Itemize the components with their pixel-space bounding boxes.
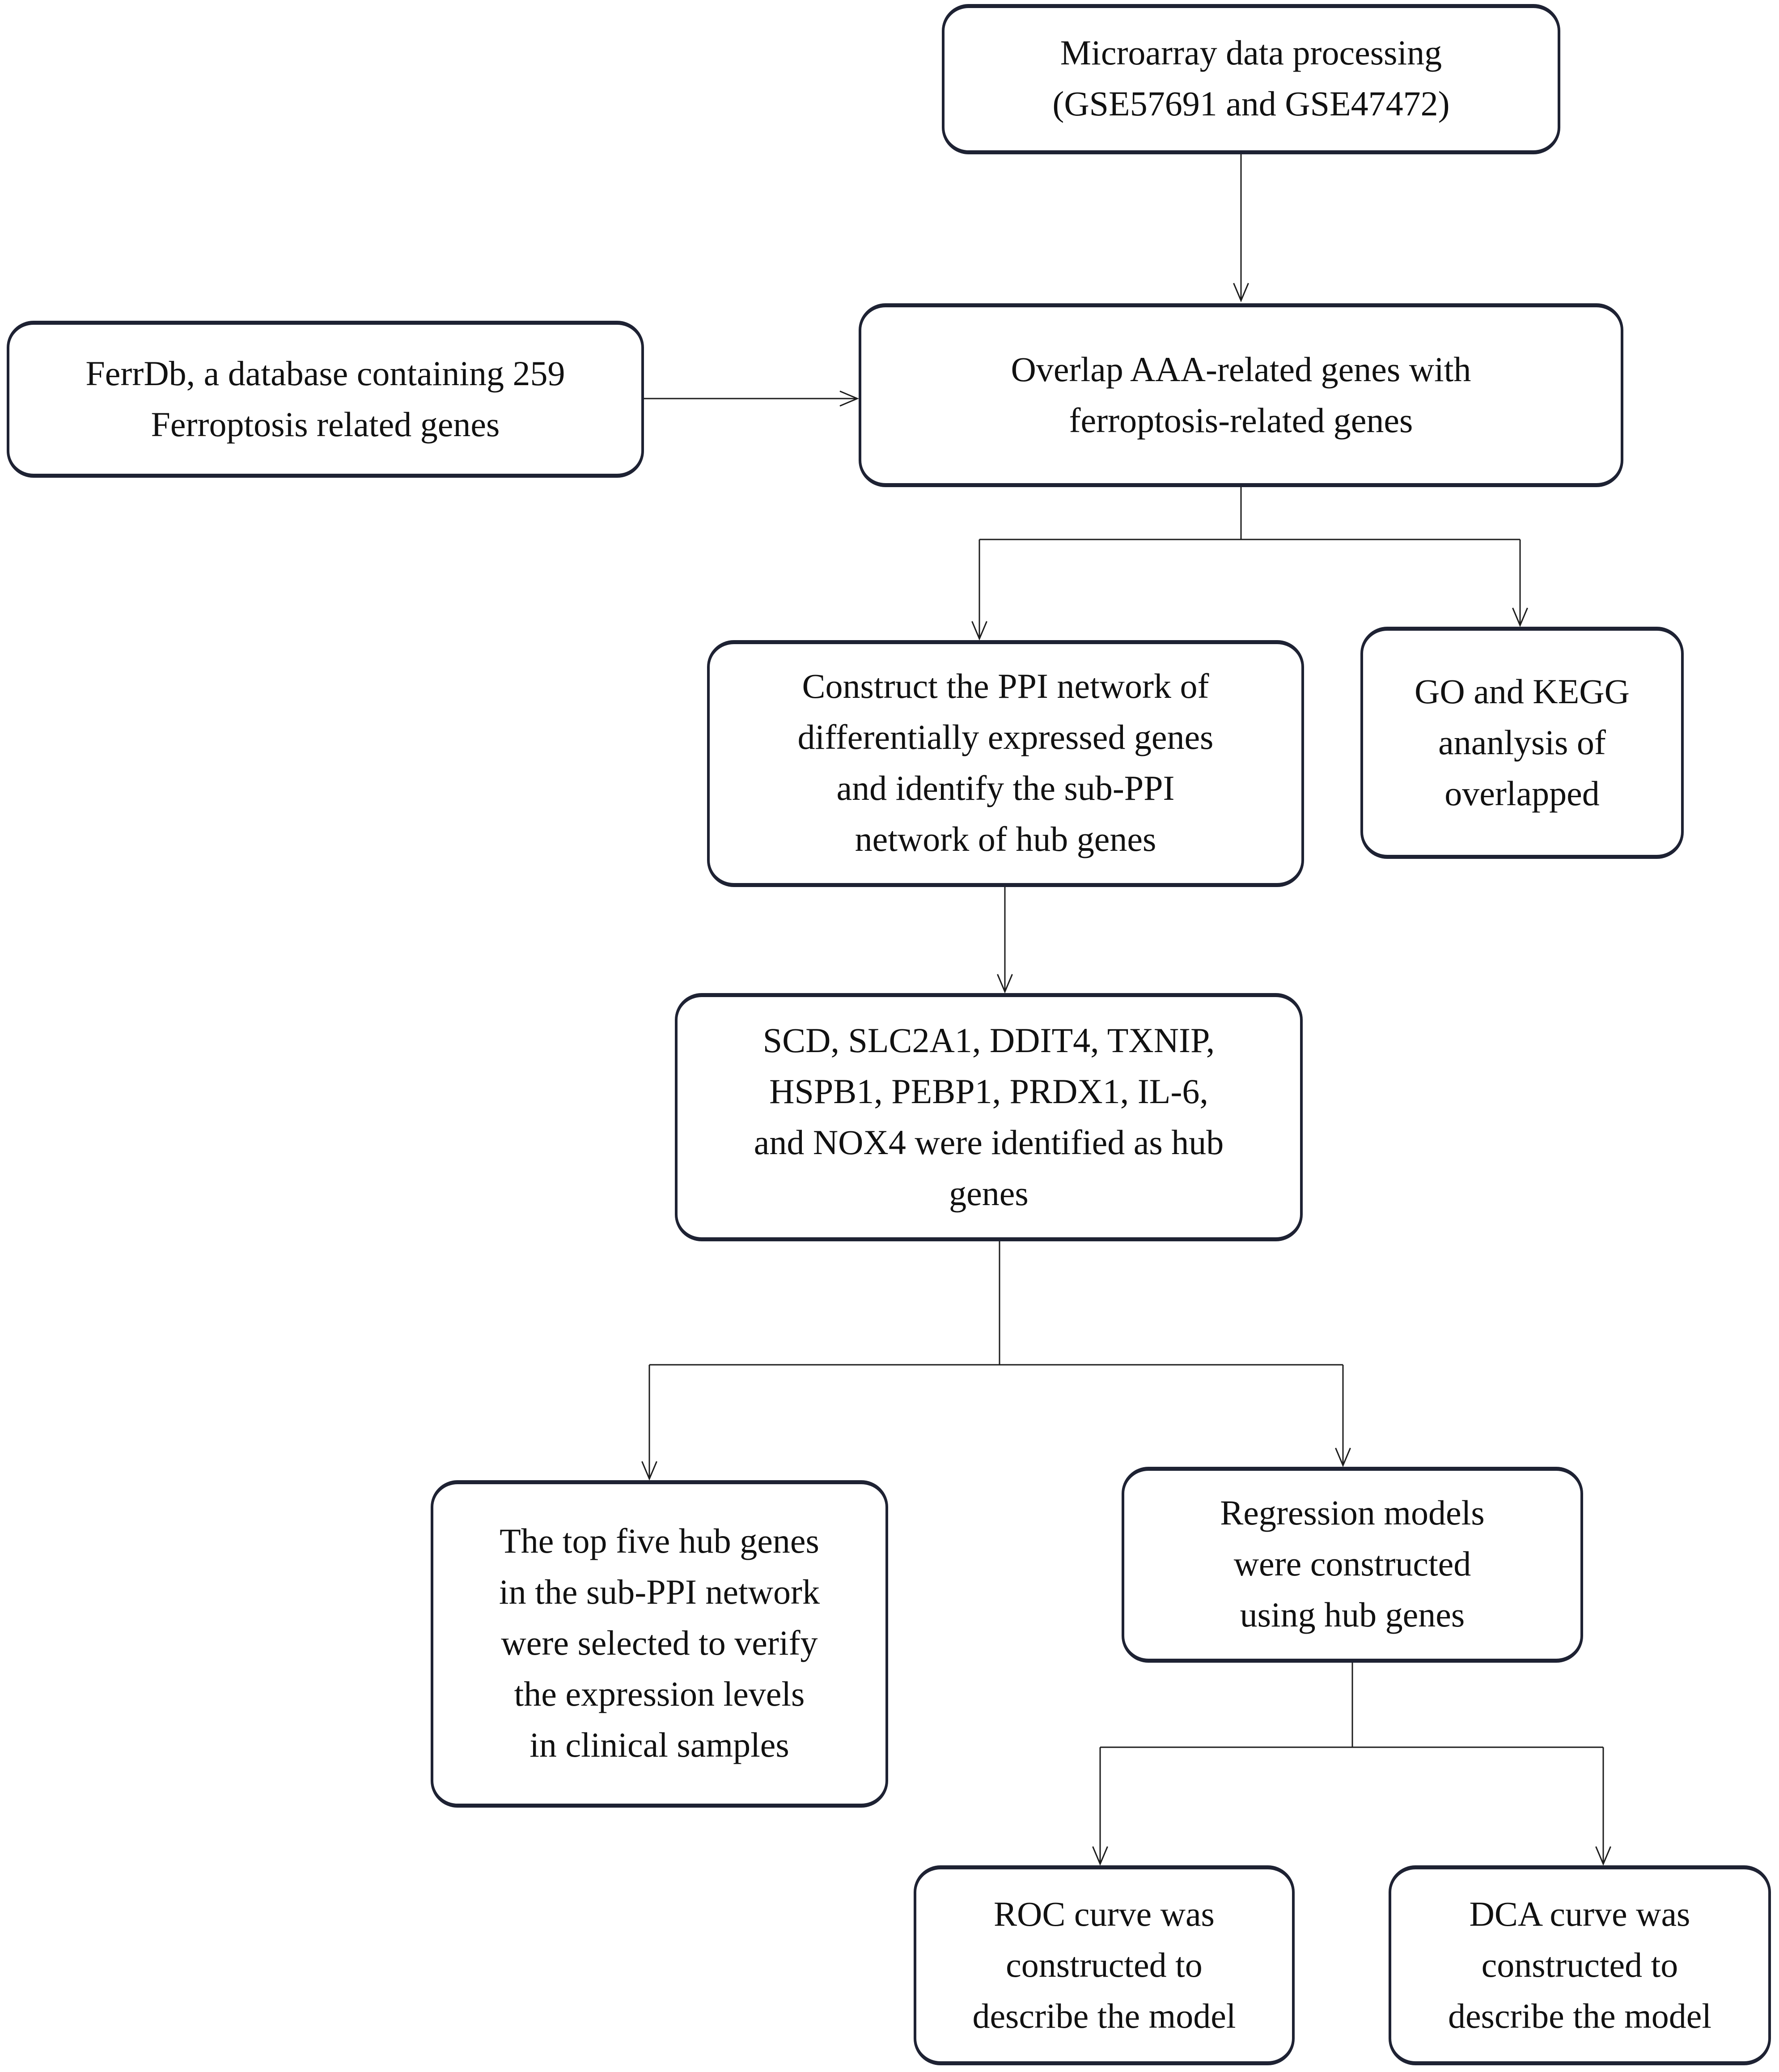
arrow-right-icon [839,391,859,407]
node-regression-models: Regression models were constructed using… [1122,1467,1583,1663]
arrow-down-icon [641,1461,657,1481]
edge-overlap-branch [971,487,1528,641]
arrow-down-icon [1595,1846,1611,1866]
edge-construct-to-hubgenes [997,887,1013,994]
edge-hubgenes-branch [641,1241,1351,1481]
node-dca-curve: DCA curve was constructed to describe th… [1389,1865,1771,2065]
node-overlap-genes: Overlap AAA-related genes with ferroptos… [859,303,1623,487]
arrow-down-icon [1092,1846,1108,1866]
node-roc-curve: ROC curve was constructed to describe th… [914,1865,1295,2065]
arrow-down-icon [1335,1448,1351,1467]
node-construct-ppi-network: Construct the PPI network of differentia… [707,640,1304,887]
node-ferrdb-database: FerrDb, a database containing 259 Ferrop… [7,321,644,478]
arrow-down-icon [997,974,1013,994]
arrow-down-icon [1233,283,1249,302]
edge-regression-branch [1092,1663,1611,1866]
arrow-down-icon [1512,607,1528,627]
edge-ferrdb-to-overlap [644,391,859,407]
arrow-down-icon [971,621,987,641]
node-microarray-data-processing: Microarray data processing (GSE57691 and… [942,4,1560,154]
node-top-five-hub-genes: The top five hub genes in the sub-PPI ne… [431,1480,888,1808]
node-go-kegg-analysis: GO and KEGG ananlysis of overlapped [1360,627,1684,859]
edge-microarray-to-overlap [1233,154,1249,302]
node-hub-genes-identified: SCD, SLC2A1, DDIT4, TXNIP, HSPB1, PEBP1,… [675,993,1303,1241]
